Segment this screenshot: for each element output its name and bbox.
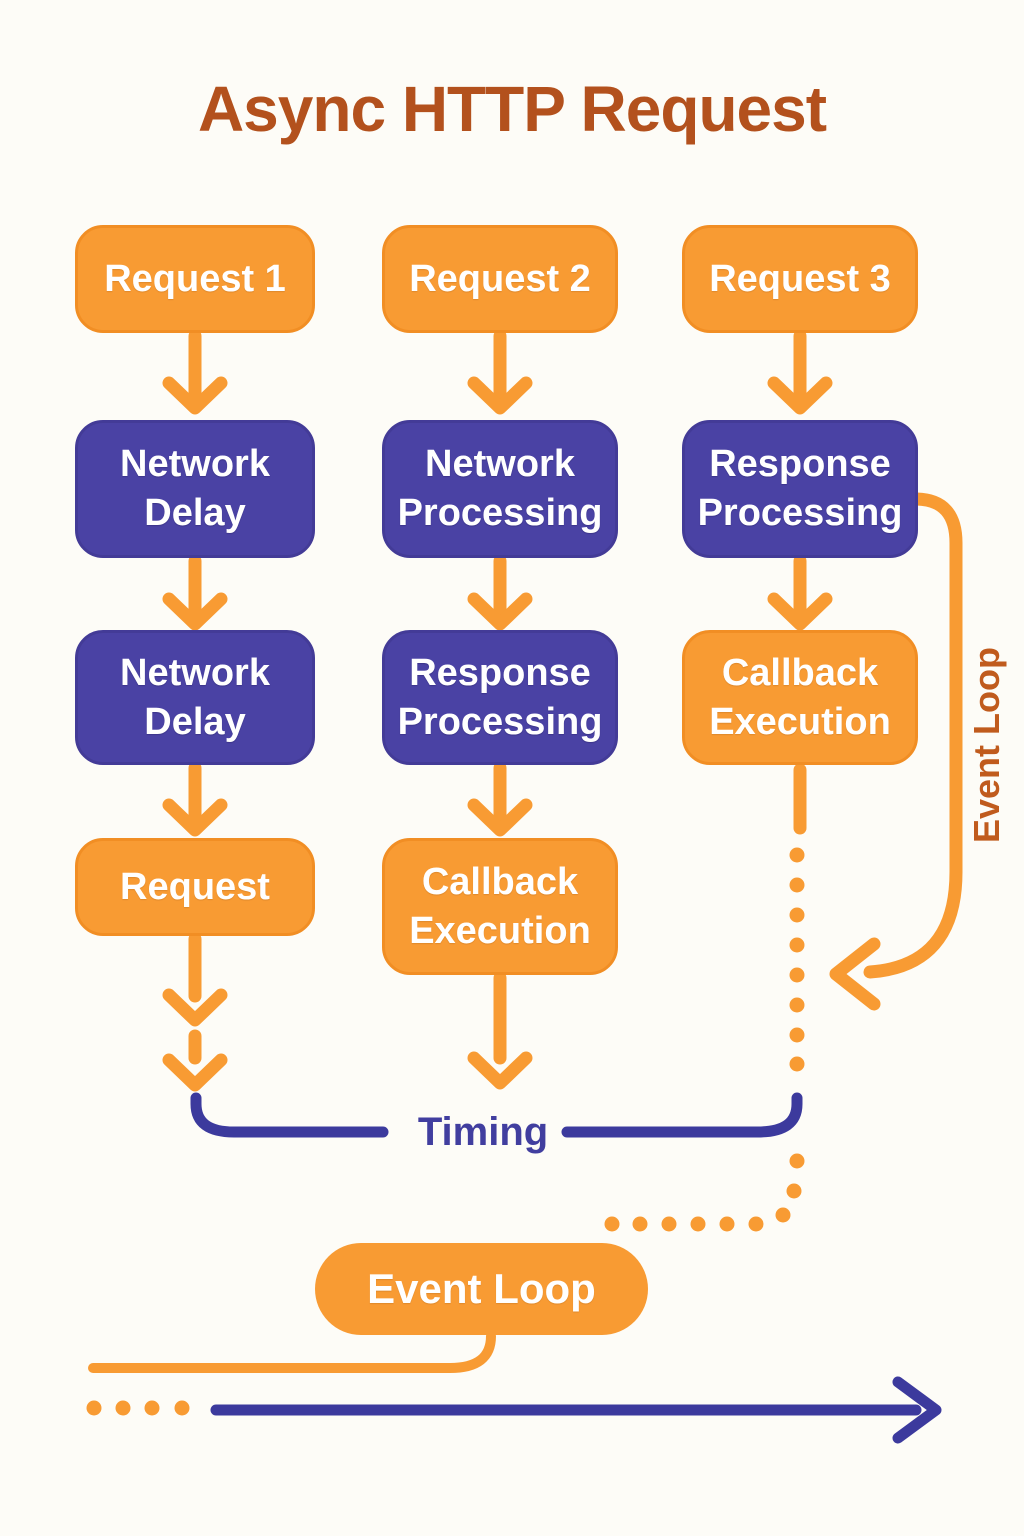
box-request-3-label: Request 3 [709,257,891,300]
arrow-network-processing-to-response-processing [467,554,533,631]
box-callback-execution-col2: Callback Execution [382,838,618,975]
arrow-network-delay-to-network-delay [162,554,228,631]
arrow-request2-to-network-processing [467,329,533,415]
box-network-processing: Network Processing [382,420,618,558]
event-loop-curve-arrow [829,492,963,1011]
arrow-response-processing-to-callback-execution [467,761,533,837]
arrow-request1-to-network-delay [162,329,228,415]
box-request-2: Request 2 [382,225,618,333]
event-loop-pill-tail [88,1331,496,1373]
bottom-timeline-arrow [210,1376,942,1444]
box-network-delay-1-label: Network Delay [120,443,270,534]
bottom-dotted-segment [86,1400,190,1416]
box-request-3: Request 3 [682,225,918,333]
event-loop-pill: Event Loop [315,1243,648,1335]
arrow-request3-to-response-processing [767,329,833,415]
box-network-processing-label: Network Processing [397,443,603,534]
box-request-1-label: Request 1 [104,257,286,300]
box-response-processing-col3: Response Processing [682,420,918,558]
dotted-path-col3 [604,847,805,1232]
box-request: Request [75,838,315,936]
arrow-network-delay-to-request [162,761,228,837]
box-callback-execution-col2-label: Callback Execution [409,860,591,952]
arrow-callback-execution-down [467,971,533,1090]
timing-label: Timing [417,1109,549,1154]
page-title: Async HTTP Request [197,73,827,145]
arrow-request-down-double [162,932,228,1092]
event-loop-side-label: Event Loop [966,647,1007,843]
box-network-delay-1: Network Delay [75,420,315,558]
box-callback-execution-col3: Callback Execution [682,630,918,765]
arrow-response-processing-to-callback-execution-col3 [767,554,833,631]
box-callback-execution-col3-label: Callback Execution [709,651,891,743]
box-request-label: Request [120,865,270,908]
box-network-delay-2-label: Network Delay [120,651,270,743]
box-response-processing-col2-label: Response Processing [397,651,603,743]
box-network-delay-2: Network Delay [75,630,315,765]
box-response-processing-col2: Response Processing [382,630,618,765]
timing-bracket [190,1092,803,1138]
event-loop-pill-label: Event Loop [367,1265,596,1312]
box-request-1: Request 1 [75,225,315,333]
box-request-2-label: Request 2 [409,257,591,300]
box-response-processing-col3-label: Response Processing [697,443,903,534]
